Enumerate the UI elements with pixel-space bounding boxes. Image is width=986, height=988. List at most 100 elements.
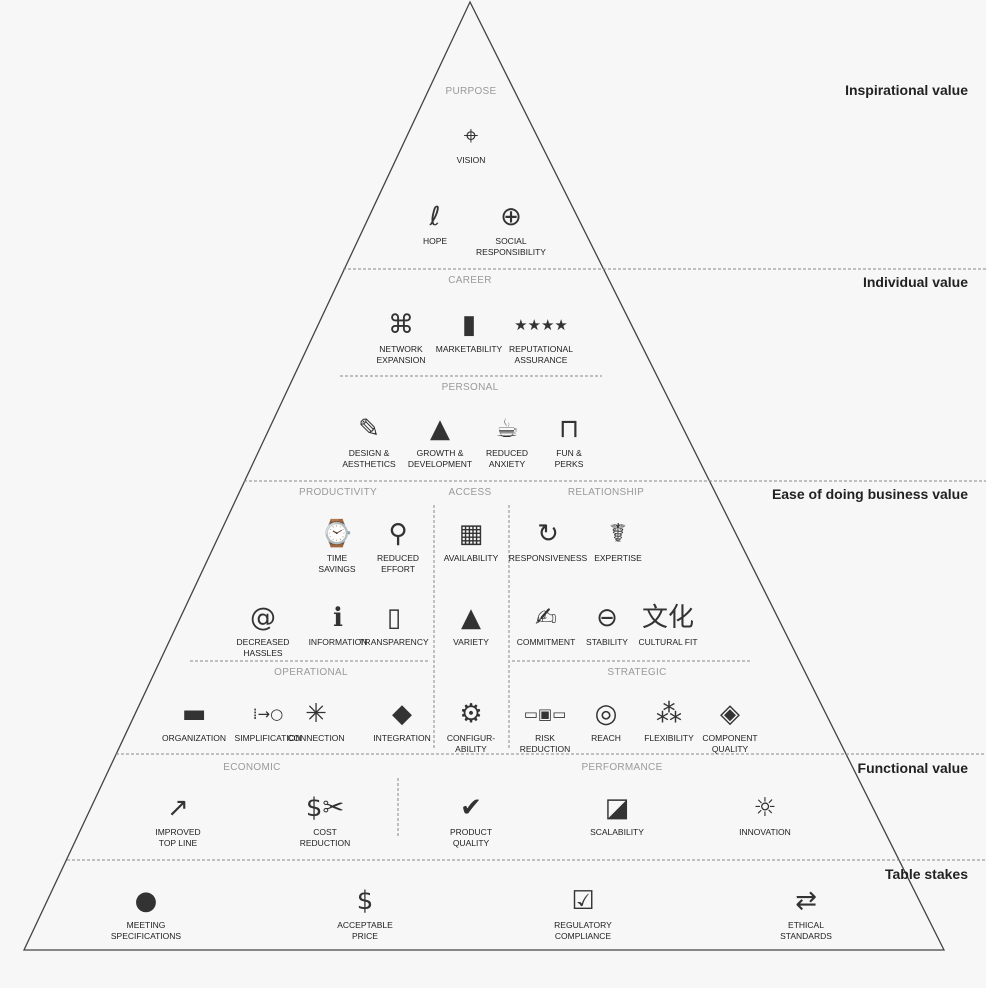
watch-icon: ⌚ — [320, 519, 354, 549]
sprout-icon: ▲ — [430, 414, 450, 444]
shopping-bag-icon: ⊓ — [558, 414, 580, 444]
value-element-label: TIME SAVINGS — [318, 553, 356, 574]
signing-pen-icon: ✍ — [535, 603, 557, 633]
value-element: ⚙ CONFIGUR- ABILITY — [426, 699, 516, 754]
value-element: ✳ CONNECTION — [271, 699, 361, 744]
spiral-arrow-icon: @ — [250, 603, 276, 633]
value-element-label: SCALABILITY — [590, 827, 644, 837]
value-element: ✔PRODUCT QUALITY — [426, 793, 516, 848]
value-element-label: INNOVATION — [739, 827, 791, 837]
value-element-label: STABILITY — [586, 637, 628, 647]
value-element-label: GROWTH & DEVELOPMENT — [407, 448, 473, 469]
category-header: ACCESS — [448, 487, 492, 498]
value-element-label: PRODUCT QUALITY — [449, 827, 493, 848]
value-element: ◪ SCALABILITY — [572, 793, 662, 838]
value-element: ⇄ETHICAL STANDARDS — [761, 886, 851, 941]
value-element: ⊖ STABILITY — [562, 603, 652, 648]
value-element: ▯TRANSPARENCY — [349, 603, 439, 648]
value-element-label: INFORMATION — [308, 637, 368, 647]
category-header: PERSONAL — [441, 382, 499, 393]
value-element: ⌚ TIME SAVINGS — [292, 519, 382, 574]
handshake-icon: ⇄ — [795, 886, 817, 916]
dots-to-circle-icon: ⁞→○ — [252, 705, 284, 723]
value-element-label: INTEGRATION — [373, 733, 431, 743]
value-element: $ACCEPTABLE PRICE — [320, 886, 410, 941]
tier-label: Table stakes — [884, 866, 968, 882]
value-element: ☑ REGULATORY COMPLIANCE — [538, 886, 628, 941]
info-icon: ℹ — [333, 603, 343, 633]
value-element-label: SOCIAL RESPONSIBILITY — [476, 236, 546, 257]
value-element-label: REGULATORY COMPLIANCE — [554, 920, 612, 941]
value-element-label: REACH — [591, 733, 621, 743]
value-element: ▲ VARIETY — [426, 603, 516, 648]
tea-cup-icon: ☕ — [495, 414, 519, 444]
loop-arrow-icon: ↻ — [537, 519, 559, 549]
network-icon: ⌘ — [388, 310, 414, 340]
category-header: OPERATIONAL — [274, 667, 348, 678]
value-element-label: VISION — [456, 155, 486, 165]
value-element-label: COMMITMENT — [516, 637, 576, 647]
price-tag-scissors-icon: $✂ — [305, 793, 345, 823]
value-element: ↻RESPONSIVENESS — [503, 519, 593, 564]
category-header: PERFORMANCE — [581, 762, 663, 773]
value-element: ⊓ FUN & PERKS — [524, 414, 614, 469]
value-element: ●MEETING SPECIFICATIONS — [101, 886, 191, 941]
value-element-label: COST REDUCTION — [299, 827, 351, 848]
value-element-label: ORGANIZATION — [161, 733, 227, 743]
value-element: ☕REDUCED ANXIETY — [462, 414, 552, 469]
value-element-label: VARIETY — [453, 637, 489, 647]
value-element-label: SIMPLIFICATION — [234, 733, 302, 743]
category-header: ECONOMIC — [223, 762, 281, 773]
pyramid-outline — [22, 0, 946, 951]
telescope-icon: ⌖ — [463, 121, 479, 151]
doctor-icon: ☤ — [609, 519, 627, 549]
calendar-grid-icon: ▦ — [458, 519, 484, 549]
culture-characters-icon: 文化 — [641, 603, 694, 633]
value-element-label: CULTURAL FIT — [638, 637, 698, 647]
value-element-label: CONNECTION — [287, 733, 345, 743]
value-element: ★★★★REPUTATIONAL ASSURANCE — [496, 310, 586, 365]
scale-square-icon: ◪ — [604, 793, 630, 823]
hand-money-icon: $ — [356, 886, 374, 916]
value-element: ⚲REDUCED EFFORT — [353, 519, 443, 574]
value-element-label: FUN & PERKS — [554, 448, 584, 469]
folders-icon: ▬ — [181, 699, 207, 729]
value-element-label: HOPE — [422, 236, 448, 246]
value-element: ✎ DESIGN & AESTHETICS — [324, 414, 414, 469]
value-element: ⁂FLEXIBILITY — [624, 699, 714, 744]
value-element: ◎REACH — [561, 699, 651, 744]
value-element-label: CONFIGUR- ABILITY — [446, 733, 496, 754]
value-element-label: AVAILABILITY — [443, 553, 499, 563]
shapes-icon: ▲ — [461, 603, 481, 633]
value-element-label: MARKETABILITY — [435, 344, 503, 354]
value-element: ⌘ NETWORK EXPANSION — [356, 310, 446, 365]
value-element: 文化 CULTURAL FIT — [623, 603, 713, 648]
puzzle-icon: ◆ — [392, 699, 412, 729]
value-element-label: FLEXIBILITY — [644, 733, 694, 743]
value-element-label: DESIGN & AESTHETICS — [342, 448, 396, 469]
value-element-label: IMPROVED TOP LINE — [155, 827, 201, 848]
battery-star-icon: ▮ — [461, 310, 477, 340]
value-element-label: COMPONENT QUALITY — [702, 733, 758, 754]
value-element: ↗ IMPROVED TOP LINE — [133, 793, 223, 848]
value-element: ✍ COMMITMENT — [501, 603, 591, 648]
category-header: PRODUCTIVITY — [298, 487, 378, 498]
category-header: STRATEGIC — [607, 667, 667, 678]
hub-icon: ✳ — [305, 699, 327, 729]
value-element-label: NETWORK EXPANSION — [376, 344, 426, 365]
value-element: ☼INNOVATION — [720, 793, 810, 838]
pencil-ruler-icon: ✎ — [358, 414, 380, 444]
growth-chart-icon: ↗ — [167, 793, 189, 823]
value-element: ⁞→○ SIMPLIFICATION — [223, 699, 313, 744]
category-header: PURPOSE — [445, 86, 497, 97]
value-element: ⊕SOCIAL RESPONSIBILITY — [466, 202, 556, 257]
value-element: ⌖ VISION — [426, 121, 516, 166]
category-header: CAREER — [448, 275, 492, 286]
value-element: $✂ COST REDUCTION — [280, 793, 370, 848]
wrench-icon: ⚙ — [459, 699, 483, 729]
checklist-icon: ☑ — [571, 886, 595, 916]
value-element: ▦ AVAILABILITY — [426, 519, 516, 564]
gyroscope-icon: ⊖ — [596, 603, 618, 633]
value-element: ▭▣▭RISK REDUCTION — [500, 699, 590, 754]
